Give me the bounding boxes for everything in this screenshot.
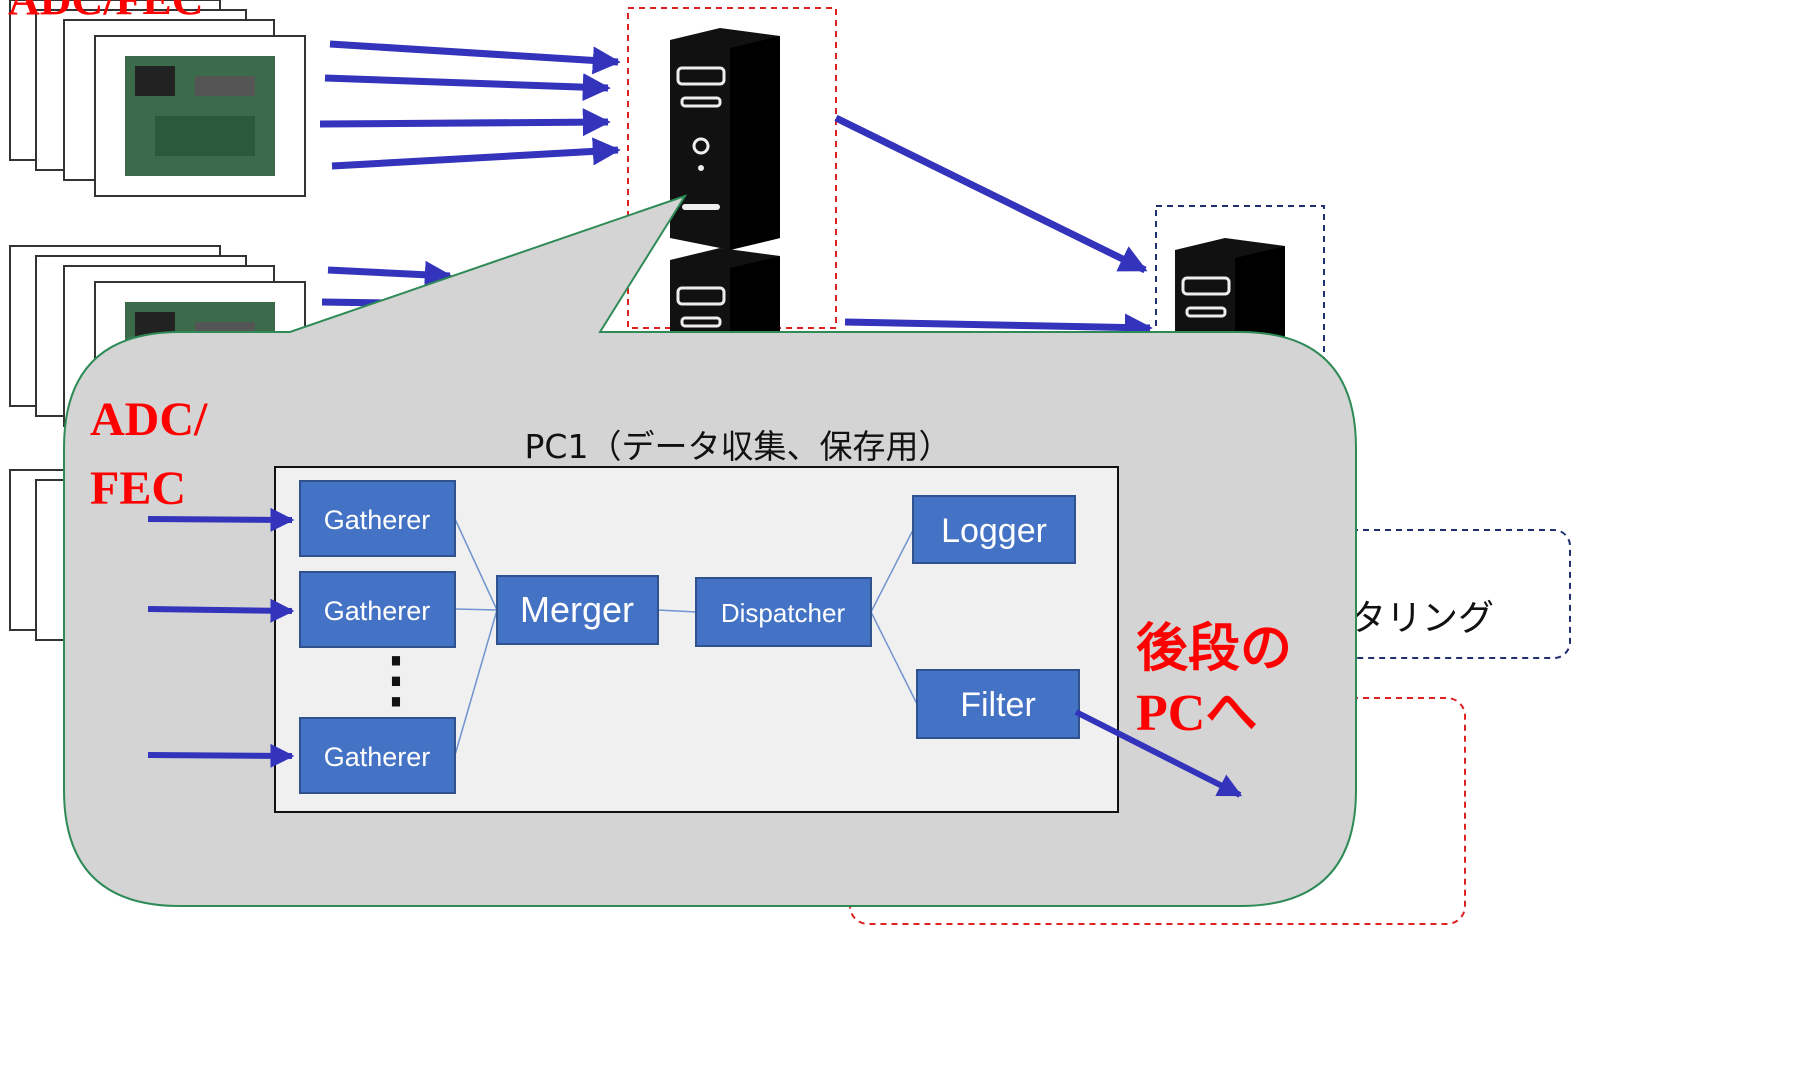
board-stack-1 bbox=[9, 0, 306, 197]
logger-label: Logger bbox=[941, 512, 1047, 550]
monitoring-label-fragment: タリング bbox=[1350, 598, 1494, 639]
filter-to-next-pc-arrow bbox=[1074, 709, 1243, 798]
next-pc-label-line2: PCへ bbox=[1136, 685, 1257, 742]
board-to-pc1-arrow-3 bbox=[319, 108, 611, 137]
adc-fec-label-line2: FEC bbox=[90, 462, 186, 515]
merger-node: Merger bbox=[496, 575, 659, 645]
dispatcher-label: Dispatcher bbox=[721, 598, 846, 628]
pc1-title: PC1（データ収集、保存用） bbox=[525, 427, 952, 466]
monitoring-dashed-outline bbox=[1269, 529, 1571, 659]
board2-arrow-partial-1 bbox=[327, 260, 453, 289]
gatherer-node-1: Gatherer bbox=[299, 480, 456, 557]
pc1-to-pc3-arrow bbox=[834, 114, 1148, 274]
board-to-pc1-arrow-4 bbox=[331, 137, 621, 170]
adc-to-gatherer-2-arrow bbox=[147, 598, 295, 623]
next-pc-label-line1: 後段の bbox=[1136, 620, 1292, 678]
dispatcher-node: Dispatcher bbox=[695, 577, 872, 647]
background-arrows bbox=[319, 40, 1153, 342]
gatherer-node-2: Gatherer bbox=[299, 571, 456, 648]
filter-label: Filter bbox=[960, 686, 1036, 724]
gatherer-label-3: Gatherer bbox=[324, 742, 431, 772]
gatherer-label-2: Gatherer bbox=[324, 596, 431, 626]
board-to-pc1-arrow-1 bbox=[329, 40, 621, 75]
adc-fec-label-line1: ADC/ bbox=[90, 393, 208, 446]
logger-node: Logger bbox=[912, 495, 1076, 564]
gatherer-ellipsis: ⋮ bbox=[366, 646, 426, 713]
callout-arrows bbox=[147, 507, 1243, 798]
adc-to-gatherer-3-arrow bbox=[147, 743, 295, 768]
merger-label: Merger bbox=[520, 589, 634, 630]
filter-node: Filter bbox=[916, 669, 1080, 739]
gatherer-label-1: Gatherer bbox=[324, 505, 431, 535]
component-connectors bbox=[454, 518, 918, 756]
top-left-label-fragment: ADC/FEC bbox=[8, 0, 204, 24]
pc-tower-1-icon bbox=[668, 26, 782, 252]
adc-to-gatherer-1-arrow bbox=[147, 507, 295, 532]
board-to-pc1-arrow-2 bbox=[324, 73, 611, 102]
pc2-to-pc3-arrow bbox=[844, 313, 1153, 342]
gatherer-node-3: Gatherer bbox=[299, 717, 456, 794]
